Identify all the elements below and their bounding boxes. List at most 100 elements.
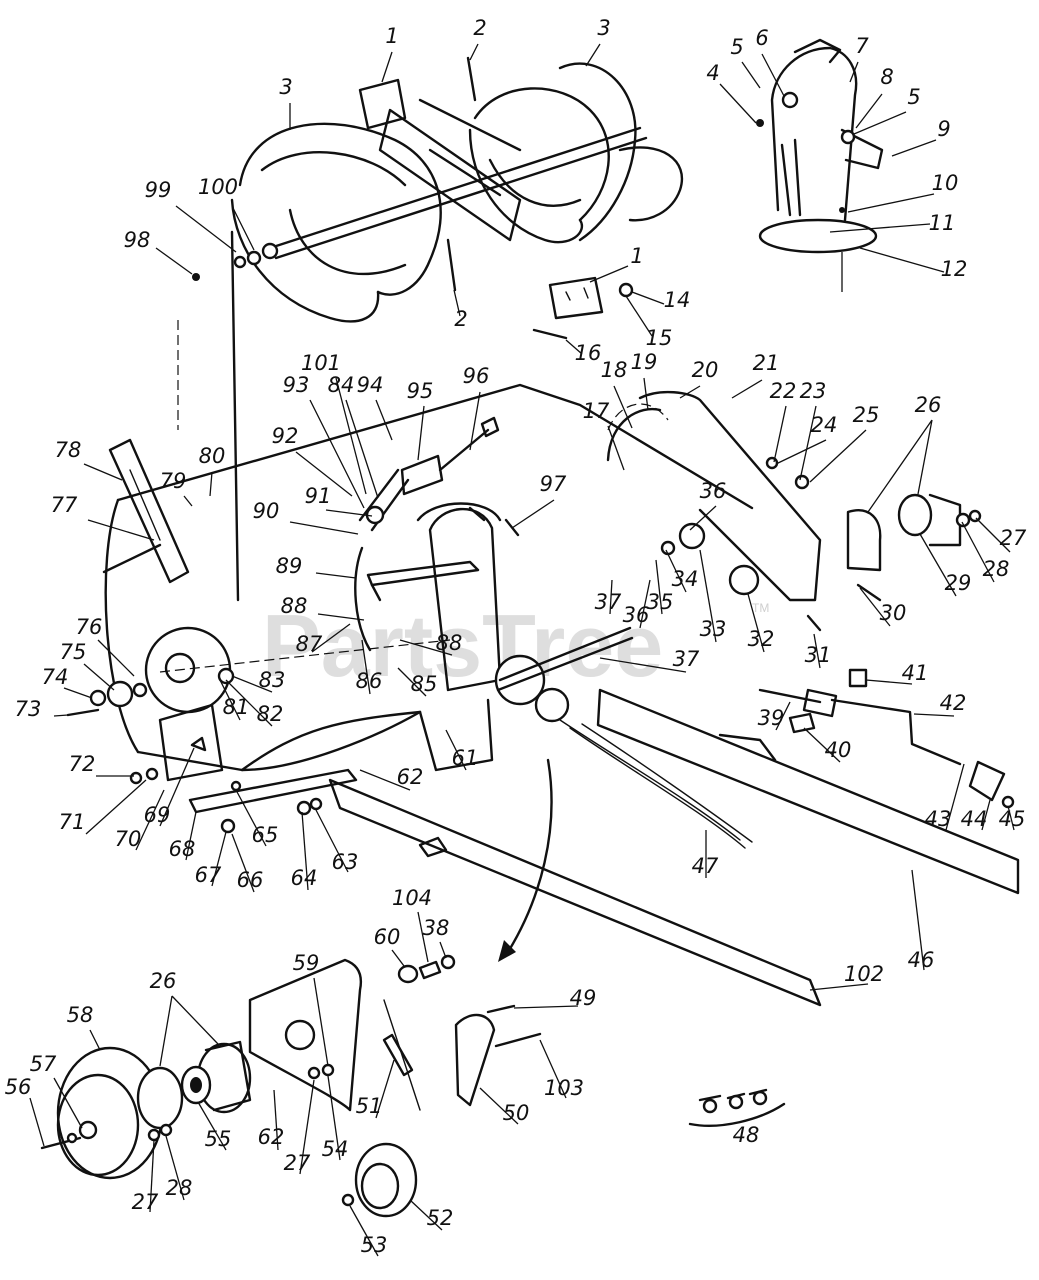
callout-25: 25 [853, 403, 880, 427]
callout-88: 88 [281, 594, 308, 618]
callout-43: 43 [925, 807, 952, 831]
auger-housing [104, 230, 822, 772]
callout-37: 37 [673, 647, 700, 671]
callout-96: 96 [463, 364, 490, 388]
frame-rails [328, 564, 1020, 1007]
callout-74: 74 [42, 665, 69, 689]
watermark: PartsTree TM [262, 596, 769, 695]
discharge-chute [756, 38, 884, 292]
callout-39: 39 [758, 706, 785, 730]
callout-85: 85 [411, 672, 438, 696]
callout-24: 24 [811, 413, 838, 437]
callout-42: 42 [940, 691, 967, 715]
callout-73: 73 [15, 697, 42, 721]
callout-34: 34 [672, 567, 699, 591]
callout-62: 62 [397, 765, 424, 789]
callout-88: 88 [436, 631, 463, 655]
callout-29: 29 [945, 571, 972, 595]
callout-33: 33 [700, 617, 727, 641]
callout-3: 3 [597, 16, 610, 40]
callout-66: 66 [237, 868, 264, 892]
callout-67: 67 [195, 863, 222, 887]
callout-92: 92 [272, 424, 299, 448]
callout-32: 32 [748, 627, 775, 651]
callout-1: 1 [385, 24, 398, 48]
callout-21: 21 [753, 351, 780, 375]
callout-91: 91 [305, 484, 332, 508]
callout-64: 64 [291, 866, 318, 890]
callout-7: 7 [855, 34, 869, 58]
callout-37: 37 [595, 590, 622, 614]
auger-assembly [192, 56, 683, 340]
callout-5: 5 [907, 85, 920, 109]
leader-lines [29, 43, 1015, 1257]
callout-17: 17 [583, 399, 610, 423]
callout-49: 49 [570, 986, 597, 1010]
callout-20: 20 [692, 358, 719, 382]
callout-36: 36 [700, 479, 727, 503]
callout-83: 83 [259, 668, 286, 692]
callout-98: 98 [124, 228, 151, 252]
callout-9: 9 [937, 117, 950, 141]
callout-38: 38 [423, 916, 450, 940]
callout-56: 56 [5, 1075, 32, 1099]
callout-70: 70 [115, 827, 142, 851]
callout-8: 8 [880, 65, 893, 89]
callout-101: 101 [301, 351, 341, 375]
callout-58: 58 [67, 1003, 94, 1027]
callout-104: 104 [392, 886, 432, 910]
callout-2: 2 [454, 307, 467, 331]
callout-63: 63 [332, 850, 359, 874]
callout-51: 51 [356, 1094, 383, 1118]
callout-41: 41 [902, 661, 929, 685]
callout-30: 30 [880, 601, 907, 625]
callout-57: 57 [30, 1052, 57, 1076]
callout-46: 46 [908, 948, 935, 972]
callout-22: 22 [770, 379, 797, 403]
callout-54: 54 [322, 1137, 349, 1161]
callout-3: 3 [279, 75, 292, 99]
callout-28: 28 [166, 1176, 193, 1200]
callout-71: 71 [59, 810, 86, 834]
callout-5: 5 [730, 35, 743, 59]
callout-62: 62 [258, 1125, 285, 1149]
callout-60: 60 [374, 925, 401, 949]
callout-27: 27 [284, 1151, 311, 1175]
callout-82: 82 [257, 702, 284, 726]
callout-55: 55 [205, 1127, 232, 1151]
callout-53: 53 [361, 1233, 388, 1257]
callout-35: 35 [647, 590, 674, 614]
callout-14: 14 [664, 288, 691, 312]
callout-99: 99 [145, 178, 172, 202]
callout-45: 45 [999, 807, 1026, 831]
wheel-assembly [40, 954, 786, 1218]
callout-80: 80 [199, 444, 226, 468]
callout-27: 27 [132, 1190, 159, 1214]
callout-4: 4 [706, 61, 719, 85]
callout-48: 48 [733, 1123, 760, 1147]
callout-26: 26 [150, 969, 177, 993]
callout-86: 86 [356, 669, 383, 693]
callout-95: 95 [407, 379, 434, 403]
callout-2: 2 [473, 16, 486, 40]
callout-81: 81 [223, 695, 250, 719]
callout-94: 94 [357, 373, 384, 397]
callout-52: 52 [427, 1206, 454, 1230]
callout-18: 18 [601, 358, 628, 382]
callout-79: 79 [160, 469, 187, 493]
callout-65: 65 [252, 823, 279, 847]
callout-103: 103 [544, 1076, 584, 1100]
callout-26: 26 [915, 393, 942, 417]
callout-36: 36 [623, 603, 650, 627]
callout-10: 10 [932, 171, 959, 195]
watermark-text: PartsTree [262, 596, 663, 695]
callout-68: 68 [169, 837, 196, 861]
watermark-trademark: TM [752, 601, 769, 615]
callout-12: 12 [941, 257, 968, 281]
callout-19: 19 [631, 350, 658, 374]
callout-50: 50 [503, 1101, 530, 1125]
callout-78: 78 [55, 438, 82, 462]
callout-102: 102 [844, 962, 884, 986]
